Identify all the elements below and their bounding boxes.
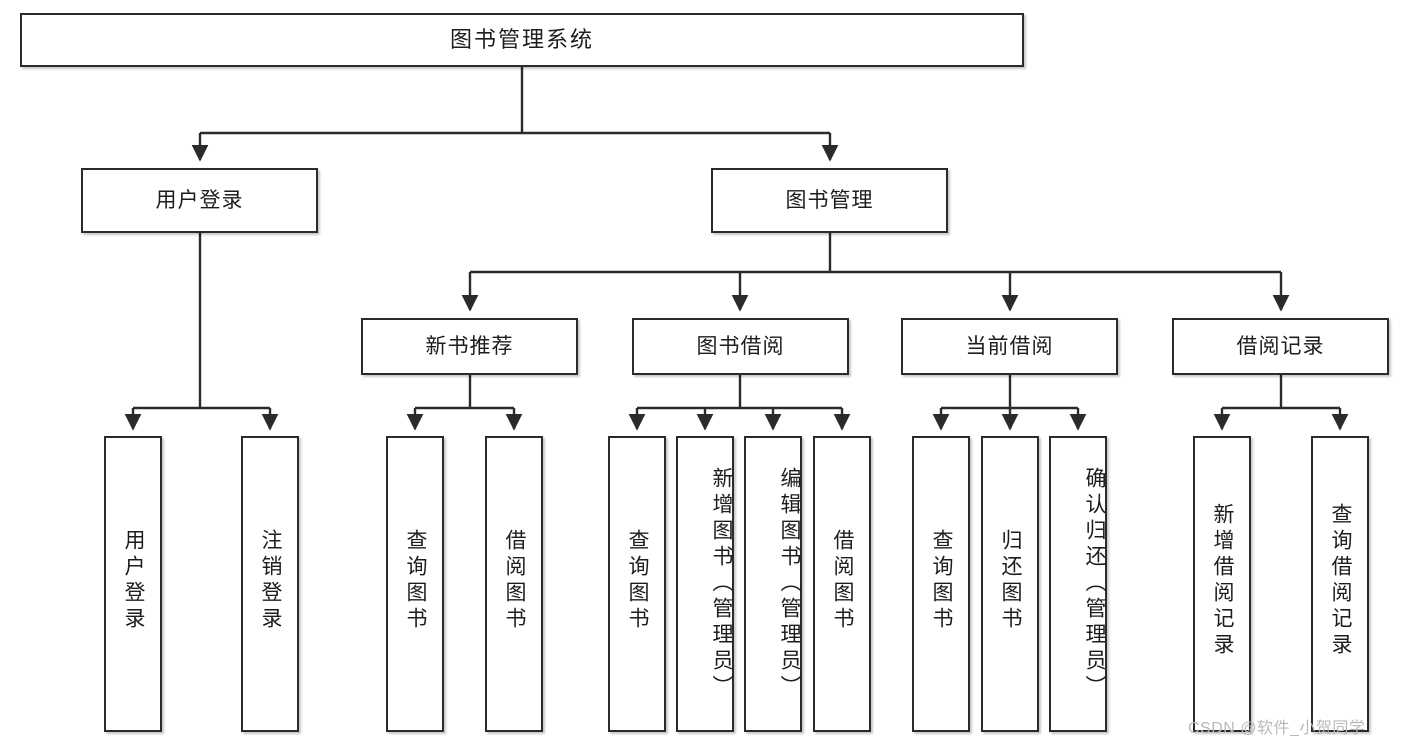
node-new-book-recommend[interactable]: 新书推荐 [361, 318, 578, 375]
node-user-login[interactable]: 用户登录 [81, 168, 318, 233]
node-current-borrow[interactable]: 当前借阅 [901, 318, 1118, 375]
csdn-watermark: CSDN @软件_小贺同学 [1188, 720, 1366, 737]
leaf-new-book-query-books[interactable]: 查询图书 [386, 436, 444, 732]
leaf-book-borrow-edit-book-admin[interactable]: 编辑图书（管理员） [744, 436, 802, 732]
leaf-current-borrow-confirm-return-admin[interactable]: 确认归还（管理员） [1049, 436, 1107, 732]
leaf-borrow-record-add-record[interactable]: 新增借阅记录 [1193, 436, 1251, 732]
leaf-new-book-borrow-books[interactable]: 借阅图书 [485, 436, 543, 732]
leaf-current-borrow-return-books[interactable]: 归还图书 [981, 436, 1039, 732]
leaf-borrow-record-query-record[interactable]: 查询借阅记录 [1311, 436, 1369, 732]
node-borrow-record[interactable]: 借阅记录 [1172, 318, 1389, 375]
leaf-user-login-login[interactable]: 用户登录 [104, 436, 162, 732]
node-book-borrow[interactable]: 图书借阅 [632, 318, 849, 375]
node-root-book-management-system[interactable]: 图书管理系统 [20, 13, 1024, 67]
leaf-user-login-logout[interactable]: 注销登录 [241, 436, 299, 732]
node-book-management[interactable]: 图书管理 [711, 168, 948, 233]
leaf-current-borrow-query-books[interactable]: 查询图书 [912, 436, 970, 732]
leaf-book-borrow-add-book-admin[interactable]: 新增图书（管理员） [676, 436, 734, 732]
leaf-book-borrow-borrow-books[interactable]: 借阅图书 [813, 436, 871, 732]
leaf-book-borrow-query-books[interactable]: 查询图书 [608, 436, 666, 732]
